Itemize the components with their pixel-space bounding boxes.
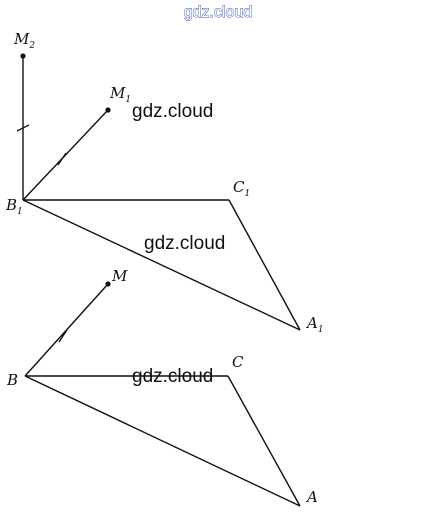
segment-c1-a1 (228, 199, 301, 331)
label-b1: B1 (5, 196, 23, 217)
label-a: A (305, 488, 318, 506)
label-c1: C1 (233, 178, 250, 199)
lower-figure: M B C A (6, 267, 318, 507)
label-m1: M1 (109, 84, 131, 105)
point-m2 (20, 53, 26, 59)
watermark-top: gdz.cloud (184, 4, 253, 21)
point-m1 (105, 107, 111, 113)
segment-b-a (24, 375, 301, 507)
segment-b1-a1 (22, 199, 301, 331)
tick-mark-b-m (58, 329, 68, 343)
label-a1: A1 (305, 314, 324, 335)
watermark-lower-middle: gdz.cloud (132, 366, 213, 387)
label-b: B (6, 371, 18, 389)
point-m (105, 281, 111, 287)
tick-mark-b1-m2 (16, 124, 30, 132)
upper-figure: M2 M1 B1 C1 A1 (5, 30, 324, 335)
watermark-upper-middle: gdz.cloud (132, 101, 213, 122)
label-c: C (232, 353, 244, 371)
label-m2: M2 (13, 30, 35, 51)
tick-mark-b1-m1 (57, 152, 67, 166)
label-m: M (111, 267, 128, 285)
segment-b1-m1 (22, 109, 109, 201)
watermark-middle: gdz.cloud (144, 233, 225, 254)
segment-c-a (227, 375, 301, 507)
